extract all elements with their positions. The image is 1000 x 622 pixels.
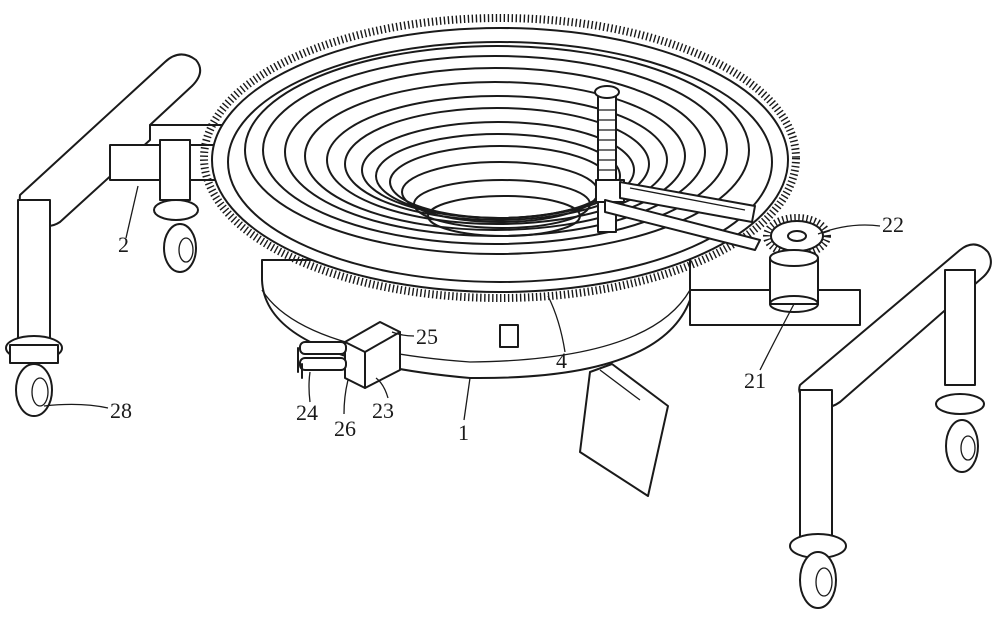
pinion-gear bbox=[763, 214, 831, 258]
label-22: 22 bbox=[882, 212, 904, 237]
lead-screw-assembly bbox=[594, 85, 761, 251]
caster-wheel-left-front bbox=[5, 335, 63, 417]
caster-wheel-left-rear bbox=[153, 199, 199, 273]
label-1: 1 bbox=[458, 420, 469, 445]
label-26: 26 bbox=[334, 416, 356, 441]
label-2: 2 bbox=[118, 232, 129, 257]
drive-motor bbox=[769, 249, 819, 313]
valve-pipes bbox=[297, 341, 347, 379]
inner-concentric-rings bbox=[262, 55, 728, 245]
right-support-frame bbox=[689, 243, 992, 541]
label-28: 28 bbox=[110, 398, 132, 423]
caster-wheel-right-front bbox=[789, 533, 847, 609]
caster-wheel-right-rear bbox=[935, 393, 985, 473]
left-support-frame bbox=[17, 53, 246, 341]
leader-lines bbox=[43, 185, 881, 421]
label-21: 21 bbox=[744, 368, 766, 393]
label-24: 24 bbox=[296, 400, 318, 425]
label-23: 23 bbox=[372, 398, 394, 423]
paddle-blade bbox=[579, 363, 669, 497]
label-4: 4 bbox=[556, 348, 567, 373]
gear-ring bbox=[200, 14, 800, 302]
label-25: 25 bbox=[416, 324, 438, 349]
control-box bbox=[344, 321, 401, 389]
